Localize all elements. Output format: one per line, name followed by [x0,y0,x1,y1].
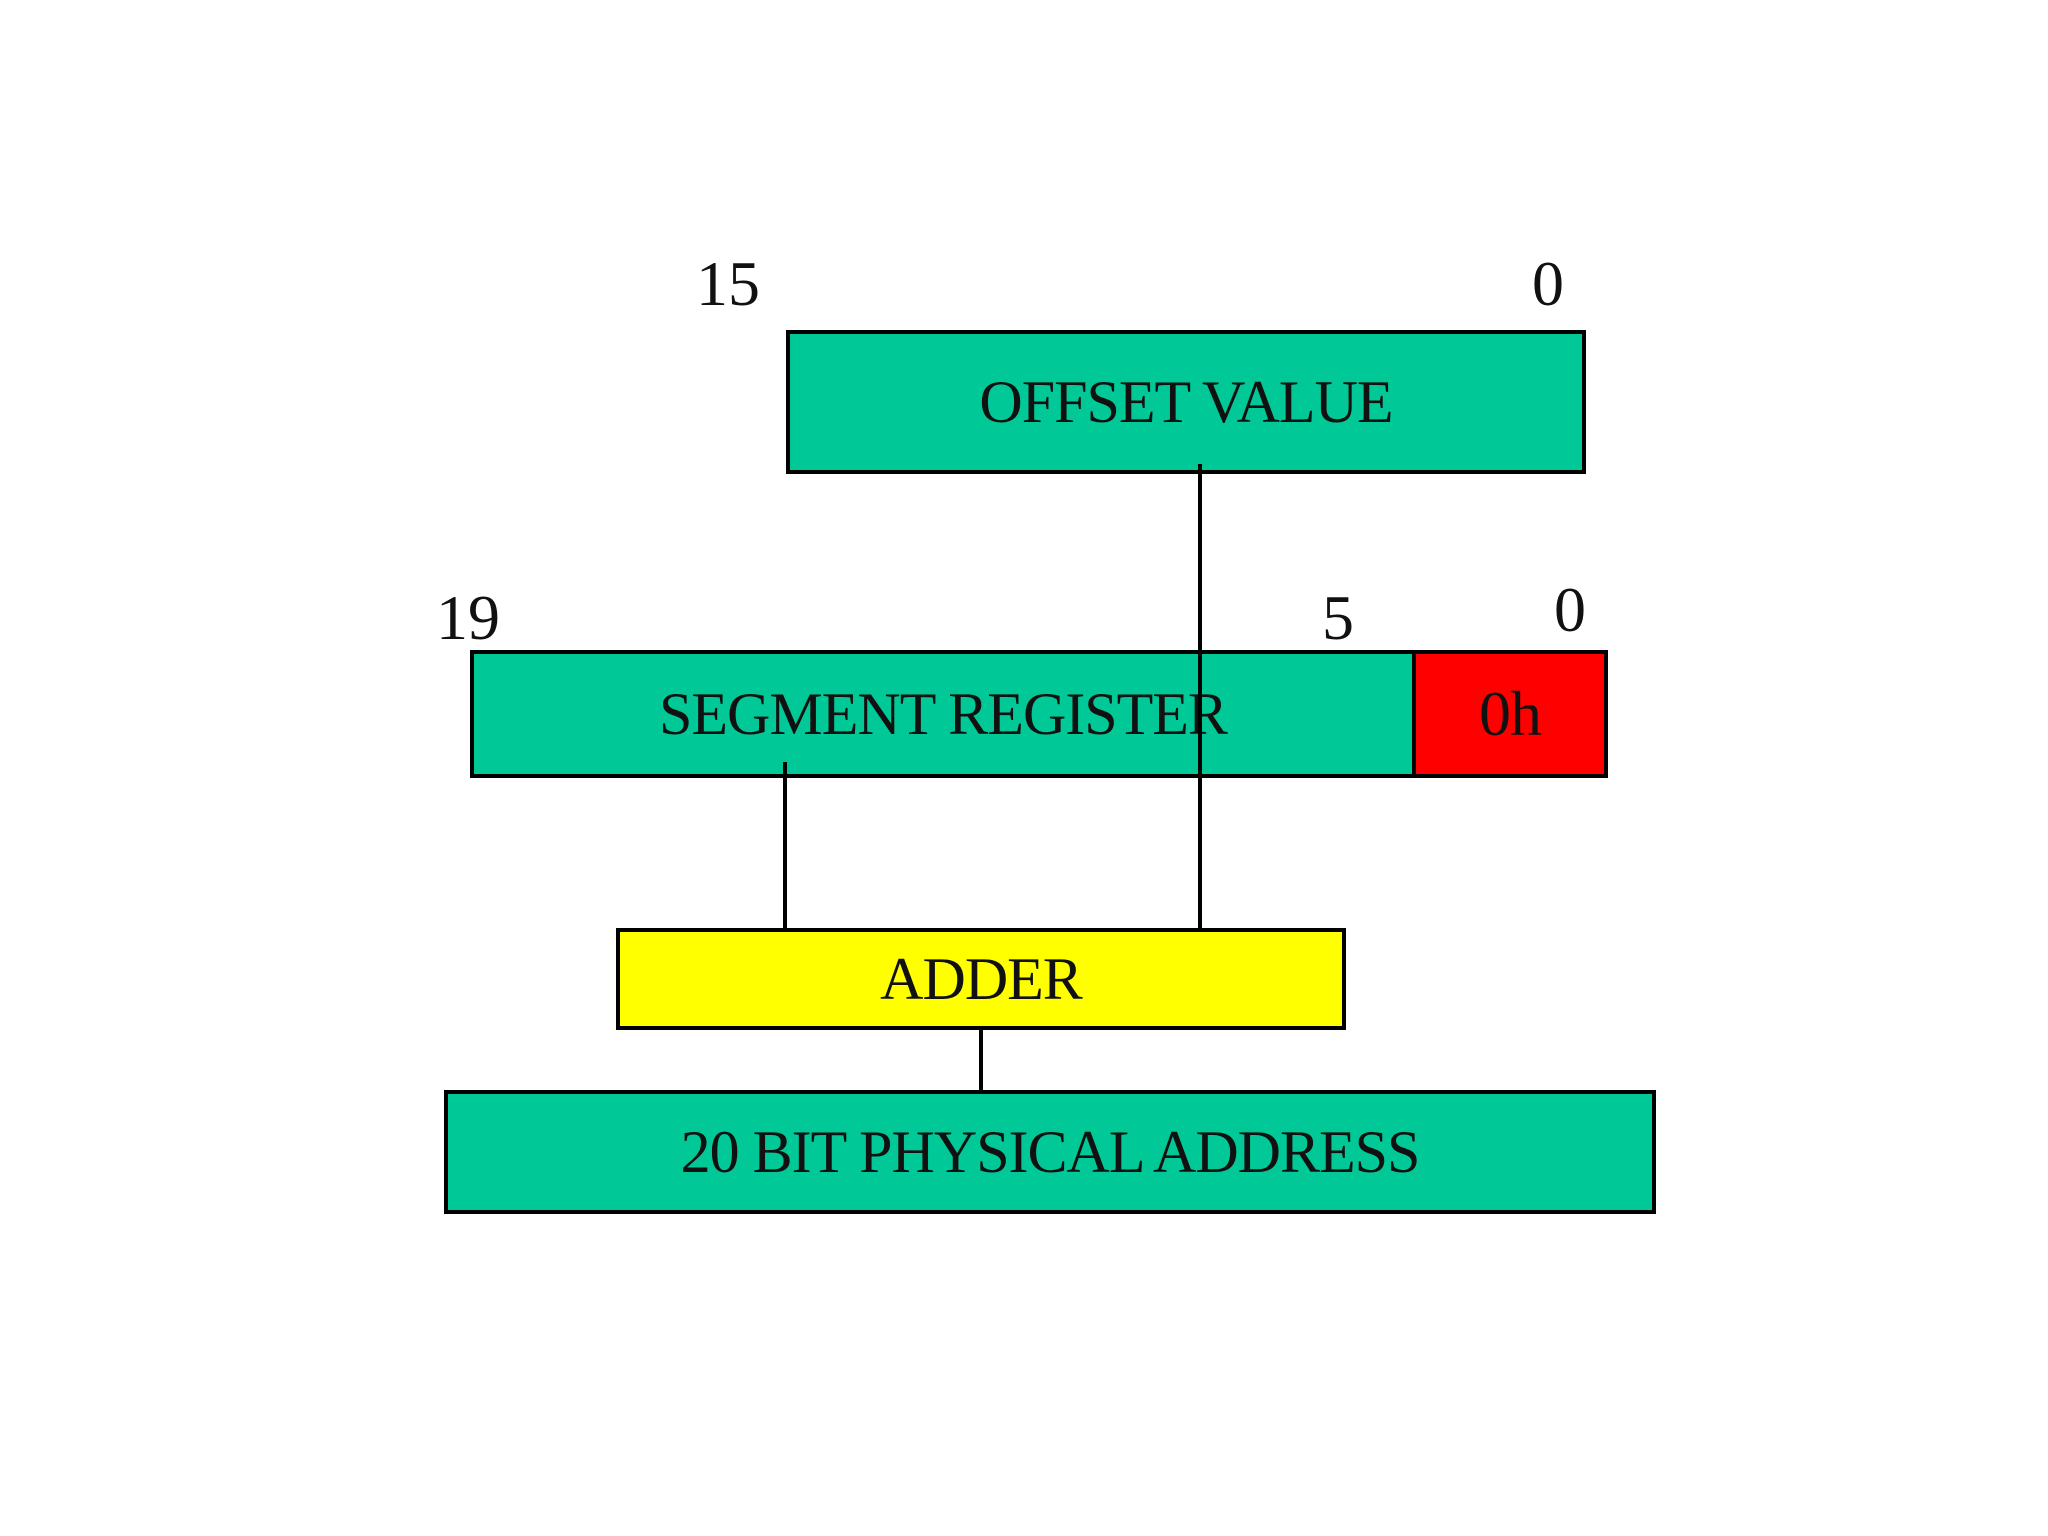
offset-to-adder-line [1198,464,1202,930]
offset-bit-0-label: 0 [1532,248,1564,319]
offset-value-label: OFFSET VALUE [979,368,1393,435]
zero-nibble-label: 0h [1479,678,1542,749]
adder-label: ADDER [880,945,1083,1012]
zero-nibble-box: 0h [1412,650,1608,778]
segment-bit-5-label: 5 [1322,582,1354,653]
segment-register-label: SEGMENT REGISTER [659,680,1228,747]
offset-bit-15-label: 15 [696,248,760,319]
segment-register-box: SEGMENT REGISTER [470,650,1416,778]
adder-to-address-line [979,1028,983,1092]
segment-to-adder-line [783,762,787,930]
segment-bit-19-label: 19 [436,582,500,653]
physical-address-box: 20 BIT PHYSICAL ADDRESS [444,1090,1656,1214]
physical-address-label: 20 BIT PHYSICAL ADDRESS [680,1118,1421,1185]
segment-bit-0-label: 0 [1554,574,1586,645]
offset-value-box: OFFSET VALUE [786,330,1586,474]
adder-box: ADDER [616,928,1346,1030]
